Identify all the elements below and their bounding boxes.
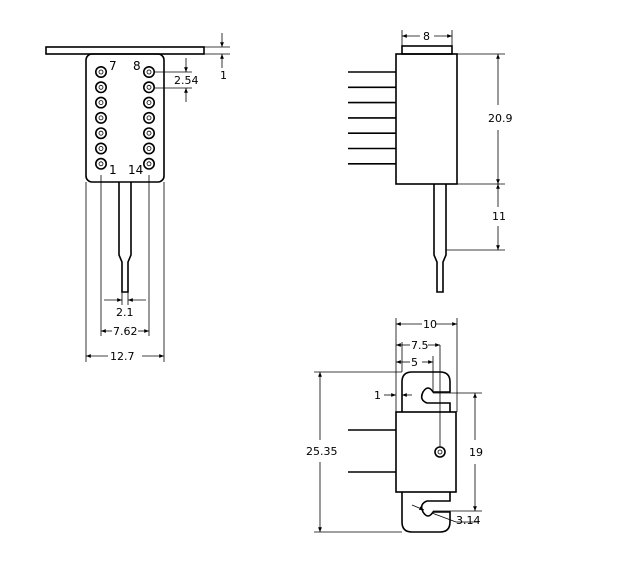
pin-label-14: 14 [128,163,143,177]
side-top-cap [401,45,453,55]
pin-contact-left-hole [98,100,104,105]
side-view: 8 20.9 11 [348,30,513,293]
pin-contact-left [95,96,108,109]
dim-pin-pitch: 2.54 [174,74,199,87]
pin-contact-right-hole [146,146,152,151]
pin-contact-left [95,111,108,124]
pin-contact-left [95,127,108,140]
pin-column-right [143,66,156,170]
side-body [395,53,458,185]
front-lead [118,182,132,293]
pin-contact-right [143,157,156,170]
front-view: 7 8 1 14 1 2.54 2.1 7.62 [45,33,230,363]
pin-contact-right [143,111,156,124]
pin-contact-right [143,66,156,79]
dim-slot-radius: 3.14 [456,514,481,527]
pin-contact-left-hole [98,84,104,90]
bottom-body [395,411,457,493]
dim-hole-offset-a: 7.5 [411,339,429,352]
pin-contact-right-hole [146,161,152,167]
bottom-view: 10 7.5 5 1 25.35 19 3.14 [306,318,483,533]
top-hook [401,371,451,412]
dim-flange: 1 [374,389,381,402]
pin-column-left [95,66,108,170]
pin-contact-left [95,157,108,170]
socket-body [85,53,165,183]
pin-contact-left-hole [98,161,104,167]
bottom-hook [401,492,451,533]
pin-contact-left-hole [98,146,104,151]
dim-lead-length: 11 [492,210,506,223]
pin-contact-right [143,142,156,155]
pin-label-8: 8 [133,59,141,73]
dim-lead-width: 2.1 [116,306,134,319]
pin-contact-right [143,127,156,140]
pin-contact-left-hole [98,130,104,136]
pin-contact-left [95,66,108,79]
pin-contact-right-hole [146,100,152,105]
pin-contact-right-hole [146,130,152,136]
pin-contact-right-hole [146,84,152,90]
pin-contact-right-hole [146,69,152,75]
dim-row-spacing: 7.62 [113,325,138,338]
pin-label-7: 7 [109,59,117,73]
pin-contact-left [95,142,108,155]
pin-contact-left-hole [98,115,104,121]
pin-contact-right [143,96,156,109]
pin-contact-left [95,81,108,94]
pin-contact-right [143,81,156,94]
dim-body-width: 12.7 [110,350,135,363]
side-lead [433,184,447,293]
dim-slot-pitch: 19 [469,446,483,459]
dim-overall-width: 10 [423,318,437,331]
dim-plate-thickness: 1 [220,69,227,82]
side-pin-row [348,71,396,165]
pin-contact-left-hole [98,69,104,75]
mounting-plate [45,46,205,55]
pin-contact-right-hole [146,115,152,121]
dim-hole-offset-b: 5 [411,356,418,369]
dim-top-width: 8 [423,30,430,43]
dim-overall-height: 25.35 [306,445,338,458]
pin-label-1: 1 [109,163,117,177]
dim-body-height: 20.9 [488,112,513,125]
